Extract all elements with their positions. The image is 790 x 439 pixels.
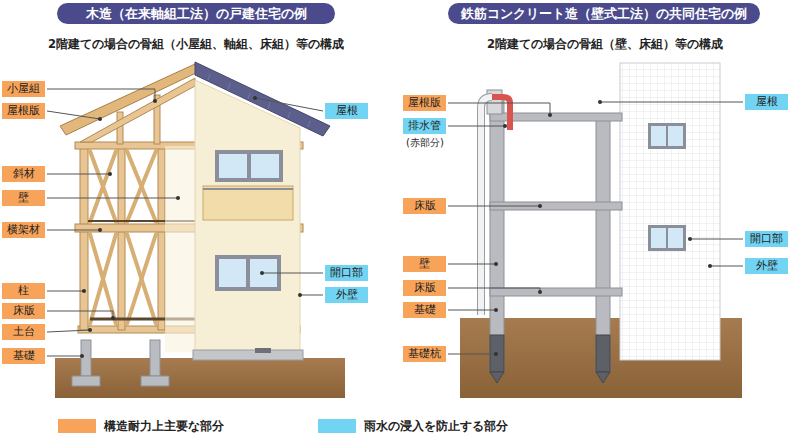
part-tag: 排水管: [403, 118, 446, 134]
leader-line: [47, 89, 743, 356]
part-name: 壁: [419, 257, 430, 270]
roof: [195, 62, 330, 136]
part-name: 壁: [18, 191, 29, 204]
part-tag: 斜材: [2, 166, 45, 182]
window: [648, 123, 686, 251]
drain-pipe-red: [492, 97, 510, 130]
part-tag: 外壁: [325, 287, 368, 303]
part-tag: 土台: [2, 324, 45, 340]
exterior-wall: [195, 80, 300, 355]
part-tag: 基礎杭: [403, 346, 446, 362]
legend-swatch: [58, 419, 96, 433]
part-tag: 開口部: [325, 265, 368, 281]
roof-board: [60, 64, 198, 135]
part-tag: 開口部: [745, 231, 788, 247]
header-text: 木造（在来軸組工法）の戸建住宅の例: [86, 6, 307, 21]
vent: [255, 348, 271, 353]
part-name: 屋根版: [408, 96, 441, 109]
part-tag: 床版: [403, 280, 446, 296]
rc-frame: [487, 90, 622, 372]
legend-text: 構造耐力上主要な部分: [104, 418, 224, 435]
part-tag: 横架材: [2, 222, 45, 238]
balcony: [203, 186, 293, 220]
part-name: 開口部: [750, 232, 783, 245]
legend-swatch: [318, 419, 356, 433]
part-name: 基礎: [414, 303, 436, 316]
part-name: 小屋組: [7, 82, 40, 95]
part-name: 斜材: [13, 167, 35, 180]
part-name: 屋根: [756, 95, 778, 108]
header-pill: 鉄筋コンクリート造（壁式工法）の共同住宅の例: [448, 3, 760, 24]
foundation: [193, 350, 303, 360]
part-name: 横架材: [7, 223, 40, 236]
subtitle: 2階建ての場合の骨組（小屋組、軸組、床組）等の構成: [48, 37, 344, 52]
part-tag: 屋根: [325, 103, 368, 119]
header-text: 鉄筋コンクリート造（壁式工法）の共同住宅の例: [461, 6, 747, 21]
brace: [90, 151, 156, 324]
leader-dot: [80, 96, 712, 358]
note: (赤部分): [406, 136, 444, 150]
part-tag: 壁: [403, 256, 446, 272]
legend-text: 雨水の浸入を防止する部分: [364, 418, 508, 435]
part-name: 床版: [414, 281, 436, 294]
part-name: 基礎: [13, 349, 35, 362]
part-tag: 床版: [403, 198, 446, 214]
part-name: 屋根版: [7, 104, 40, 117]
part-tag: 壁: [2, 190, 45, 206]
part-tag: 基礎: [2, 348, 45, 364]
part-tag: 屋根版: [403, 95, 446, 111]
part-name: 床版: [414, 199, 436, 212]
ground: [55, 358, 345, 398]
part-tag: 屋根版: [2, 103, 45, 119]
tiled-wall: [620, 63, 720, 360]
part-name: 柱: [18, 284, 29, 297]
part-name: 外壁: [756, 259, 778, 272]
part-name: 基礎杭: [408, 347, 441, 360]
part-name: 開口部: [330, 266, 363, 279]
part-tag: 基礎: [403, 302, 446, 318]
part-tag: 小屋組: [2, 81, 45, 97]
part-name: 屋根: [336, 104, 358, 117]
part-tag: 柱: [2, 283, 45, 299]
pile: [490, 335, 610, 383]
part-name: 土台: [13, 325, 35, 338]
shingle: [208, 74, 310, 127]
footing: [72, 340, 169, 386]
subtitle: 2階建ての場合の骨組（壁、床組）等の構成: [487, 37, 723, 52]
part-name: 外壁: [336, 288, 358, 301]
part-name: 排水管: [408, 119, 441, 132]
header-pill: 木造（在来軸組工法）の戸建住宅の例: [57, 3, 335, 24]
part-tag: 屋根: [745, 94, 788, 110]
part-tag: 床版: [2, 303, 45, 319]
part-tag: 外壁: [745, 258, 788, 274]
part-name: 床版: [13, 304, 35, 317]
